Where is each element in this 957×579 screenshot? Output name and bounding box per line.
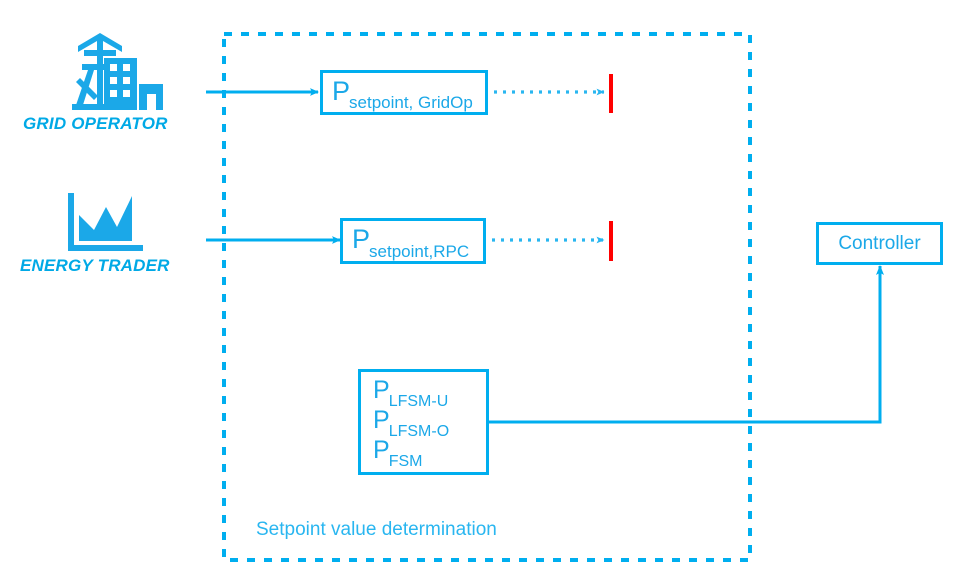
block-fsm-line-lfsm-u: PLFSM-U: [373, 375, 486, 409]
block-setpoint-rpc-label: Psetpoint,RPC: [343, 224, 483, 260]
block-fsm-lfsm-u-subscript: LFSM-U: [388, 392, 449, 410]
block-fsm-line-lfsm-o: PLFSM-O: [373, 405, 486, 439]
container-caption: Setpoint value determination: [256, 519, 497, 540]
block-setpoint-rpc-subscript: setpoint,RPC: [369, 241, 470, 261]
block-setpoint-gridop-subscript: setpoint, GridOp: [349, 93, 473, 113]
block-setpoint-gridop-label: Psetpoint, GridOp: [323, 75, 485, 111]
setpoint-determination-container: [222, 32, 752, 562]
block-setpoint-gridop[interactable]: Psetpoint, GridOp: [320, 70, 488, 115]
block-fsm-fsm-base: P: [373, 436, 390, 465]
block-fsm-lfsm-o-base: P: [373, 405, 390, 434]
block-fsm-fsm-subscript: FSM: [388, 453, 423, 471]
block-fsm-lfsm-o-subscript: LFSM-O: [388, 423, 450, 441]
block-fsm-line-fsm: PFSM: [373, 436, 486, 470]
market-chart-icon: [68, 193, 143, 251]
block-controller-label: Controller: [838, 232, 921, 254]
connector-fsm-to-controller: [489, 265, 884, 424]
block-setpoint-rpc-base: P: [352, 224, 371, 255]
block-controller[interactable]: Controller: [816, 222, 943, 265]
block-setpoint-rpc[interactable]: Psetpoint,RPC: [340, 218, 486, 264]
block-fsm-lfsm-u-base: P: [373, 375, 390, 404]
actor-label-grid-operator: GRID OPERATOR: [23, 114, 168, 133]
transmission-tower-buildings-icon: [72, 33, 163, 110]
actor-label-energy-trader: ENERGY TRADER: [20, 256, 170, 275]
block-setpoint-gridop-base: P: [332, 75, 351, 106]
block-fsm[interactable]: PLFSM-U PLFSM-O PFSM: [358, 369, 489, 475]
